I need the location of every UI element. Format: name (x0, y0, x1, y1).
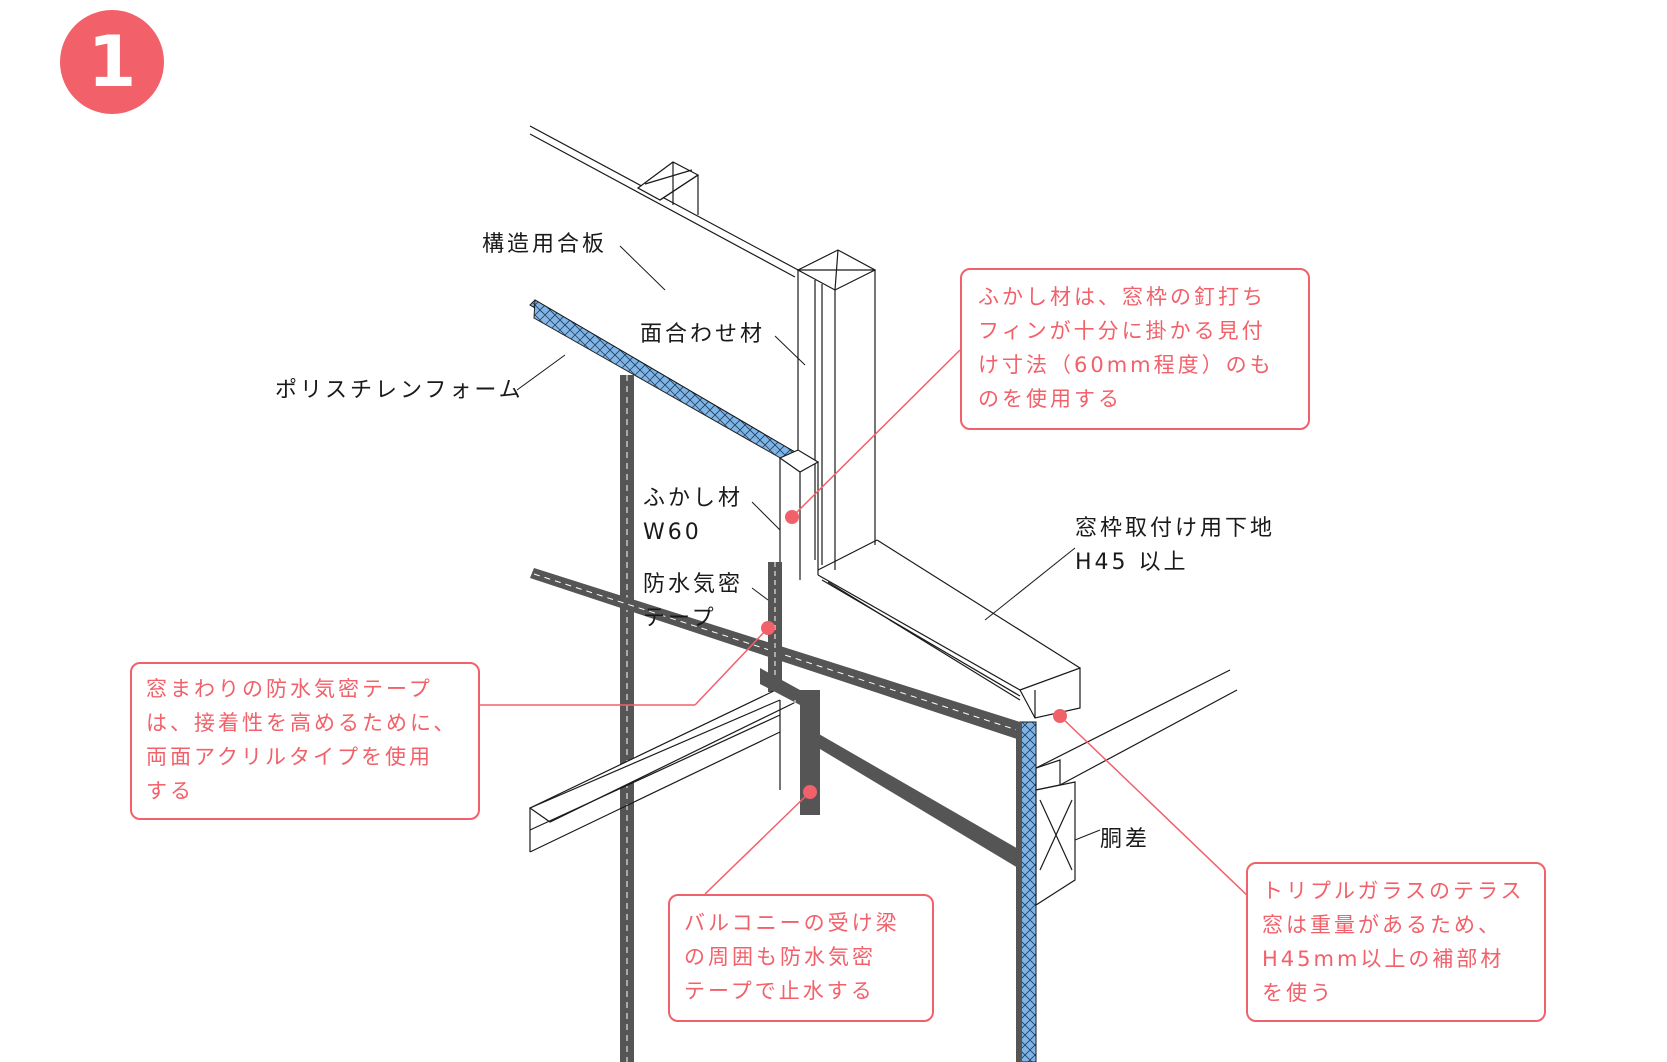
label-plywood: 構造用合板 (482, 232, 608, 257)
vertical-stud-left (620, 375, 634, 1062)
label-tape-2: テープ (643, 606, 717, 631)
dot-tape (761, 621, 775, 635)
waterproof-tape-vertical (768, 562, 782, 692)
step-number-badge: 1 (60, 10, 164, 114)
furring-member (778, 449, 820, 580)
dot-furring (785, 510, 799, 524)
label-window-base-1: 窓枠取付け用下地 (1075, 516, 1276, 541)
label-leaders (516, 245, 1101, 841)
callout-furring-note: ふかし材は、窓枠の釘打ち フィンが十分に掛かる見付 け寸法（60mm程度）のも … (960, 268, 1310, 430)
horizontal-band-lower (805, 730, 1020, 868)
callout-glass-note: トリプルガラスのテラス 窓は重量があるため、 H45mm以上の補部材 を使う (1246, 862, 1546, 1022)
dot-beam (803, 785, 817, 799)
label-tape-1: 防水気密 (643, 572, 744, 597)
callout-leaders (478, 349, 1253, 901)
stud-stub-left (636, 161, 700, 215)
label-polystyrene: ポリスチレンフォーム (275, 378, 524, 403)
label-joint-member: 面合わせ材 (640, 322, 766, 347)
label-window-base-2: H45 以上 (1075, 550, 1189, 575)
plywood-sheet (529, 125, 801, 278)
callout-tape-note: 窓まわりの防水気密テープ は、接着性を高めるために、 両面アクリルタイプを使用 … (130, 662, 480, 820)
label-furring-1: ふかし材 (643, 486, 744, 511)
dot-base (1053, 709, 1067, 723)
callout-balcony-note: バルコニーの受け梁 の周囲も防水気密 テープで止水する (668, 894, 934, 1022)
balcony-beam (528, 687, 802, 853)
stud-post-right (796, 249, 877, 570)
window-frame-base (817, 539, 1081, 719)
label-dousa: 胴差 (1100, 827, 1151, 852)
callout-dots (761, 510, 1067, 799)
dousa-beam (1035, 669, 1238, 907)
label-furring-2: W60 (643, 520, 702, 545)
beam-tape (760, 668, 820, 815)
polystyrene-foam-vertical (1016, 721, 1037, 1062)
